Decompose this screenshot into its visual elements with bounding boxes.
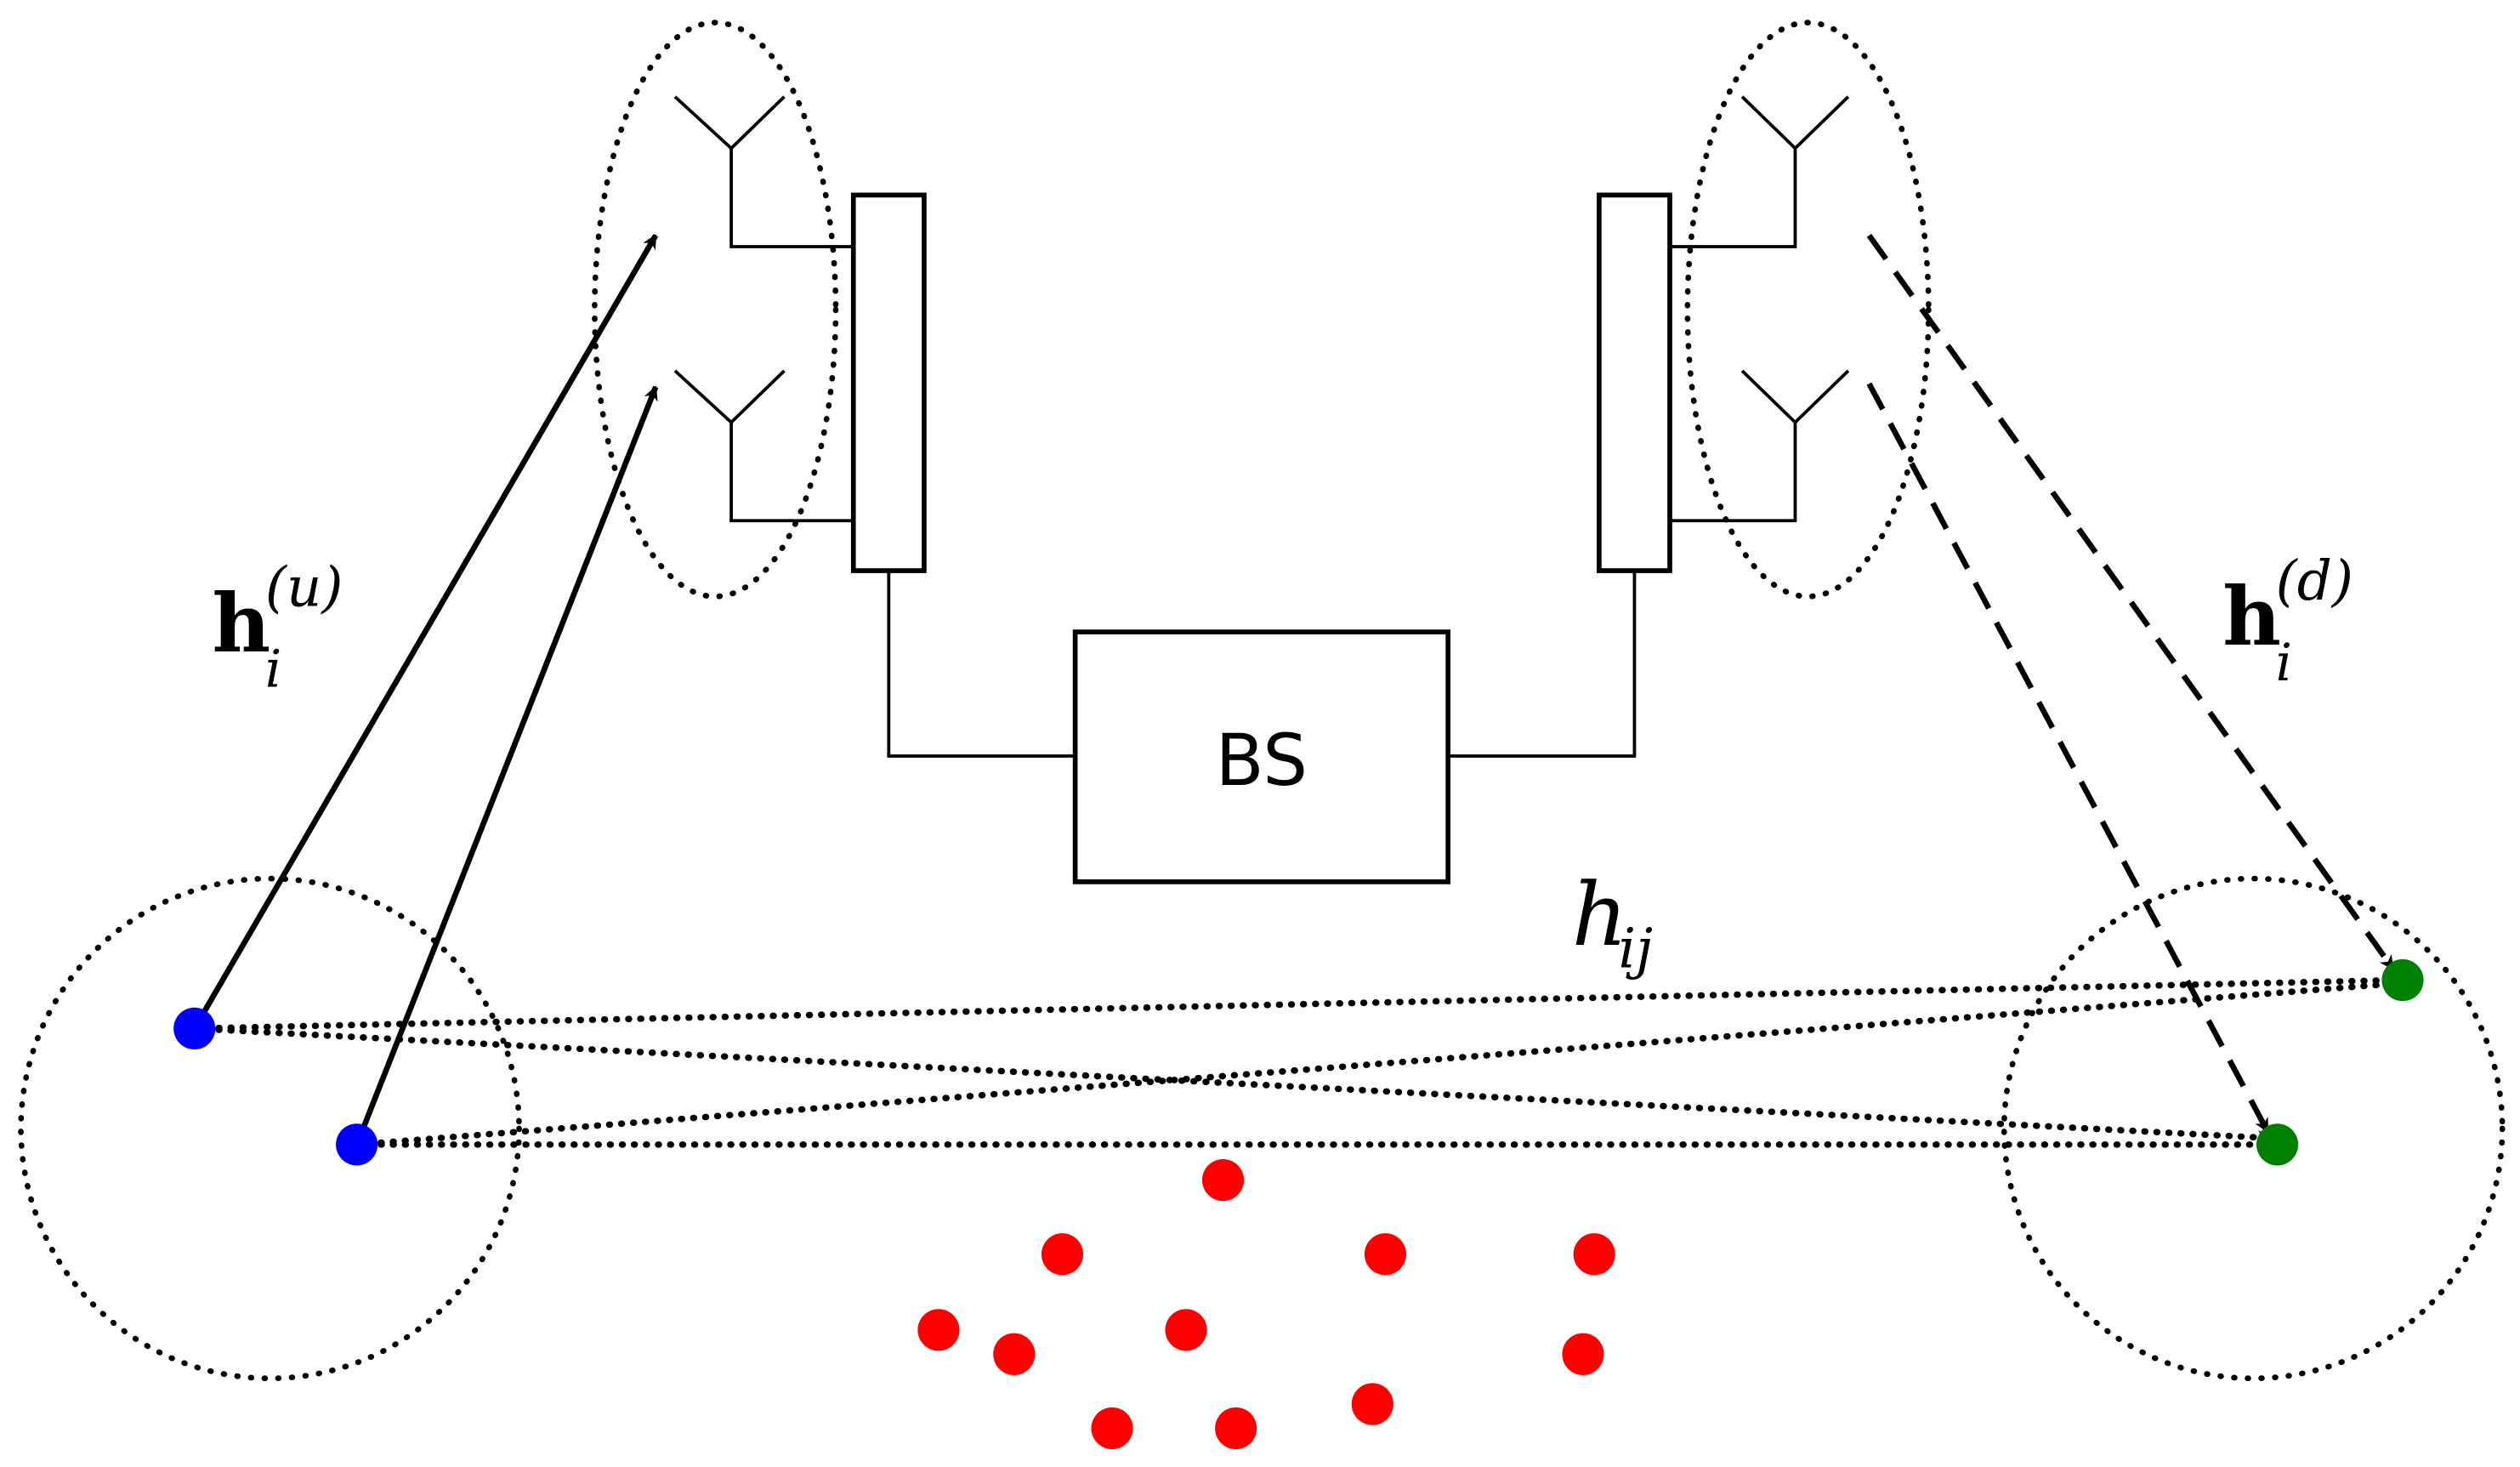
interferer-node [1091,1407,1133,1450]
left-antenna-group-outline [592,20,839,600]
interferer-node [1573,1233,1615,1276]
uplink-user-node [173,1007,216,1050]
left-rf-chain [850,192,927,573]
interferer-node [917,1309,960,1351]
right-rf-chain [1597,192,1672,573]
left-antenna-top-icon [673,95,854,248]
right-antenna-group-outline [1684,20,1932,600]
downlink-user-node [2381,958,2424,1002]
downlink-user-cluster [2001,875,2506,1382]
interferer-node [1201,1158,1245,1202]
uplink-channel-subscript: i [265,640,281,699]
left-antenna-array [592,20,1076,758]
left-antenna-bottom-icon [673,369,854,523]
uplink-user-cluster [18,875,522,1382]
downlink-channel-superscript: (d) [2276,549,2353,613]
interuser-channel-symbol: h [1572,865,1628,966]
interferer-node [993,1333,1036,1375]
downlink-channels [1866,233,2396,1134]
uplink-user-node [336,1123,378,1166]
right-antenna-top-icon [1670,95,1850,248]
interuser-channel-label: h ij [1572,865,1653,981]
interferer-node [1041,1233,1084,1276]
downlink-channel-label: h i (d) [2222,549,2353,693]
downlink-users [2256,958,2424,1166]
right-antenna-array [1448,20,1932,758]
uplink-channel-superscript: (u) [265,556,343,620]
right-antenna-bottom-icon [1670,369,1850,523]
downlink-channel-subscript: i [2276,634,2292,693]
interuser-interference-links [190,973,2402,1152]
interferer-nodes [917,1158,1615,1450]
base-station: BS [1072,629,1451,884]
uplink-users [173,1007,378,1166]
interferer-node [1165,1309,1207,1351]
bs-label: BS [1216,719,1308,802]
interferer-node [1364,1233,1407,1276]
interferer-node [1562,1333,1604,1375]
interuser-channel-subscript: ij [1619,917,1653,981]
downlink-user-node [2256,1123,2299,1166]
right-bs-feed-line [1448,571,1637,758]
interferer-node [1351,1383,1393,1425]
uplink-channel-symbol: h [213,577,271,671]
interferer-node [1215,1407,1257,1450]
downlink-channel-symbol: h [2222,570,2281,664]
uplink-channels [191,234,659,1146]
left-bs-feed-line [887,571,1076,758]
uplink-channel-label: h i (u) [213,556,343,700]
